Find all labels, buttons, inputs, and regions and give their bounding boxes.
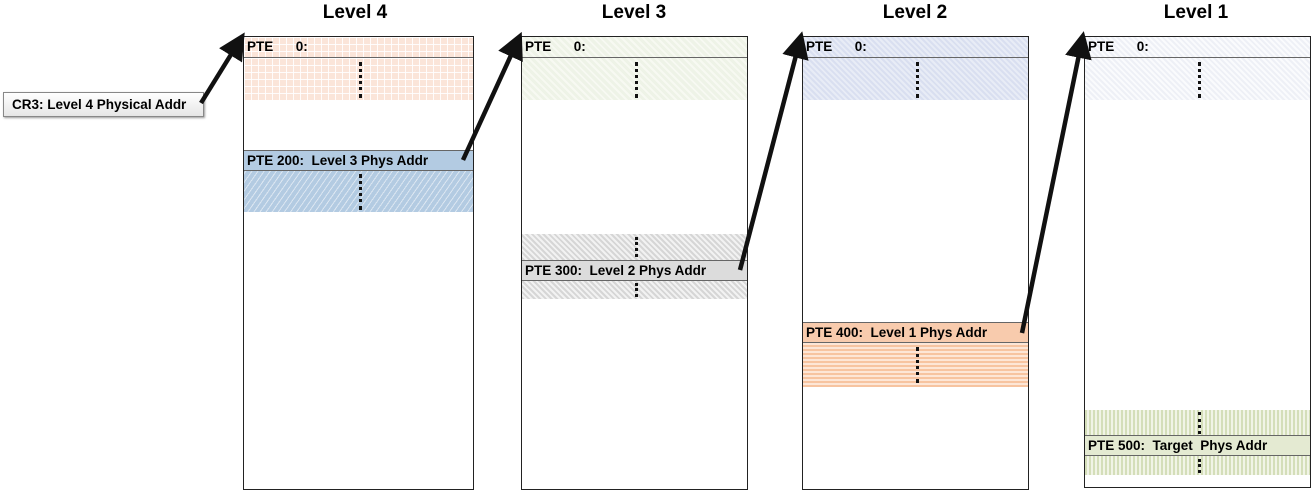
pte-400-row: PTE 400: Level 1 Phys Addr [803,322,1028,343]
pte-0-row: PTE 0: [1085,37,1310,58]
level-3-table: PTE 0: PTE 300: Level 2 Phys Addr [521,36,748,490]
cr3-to-level4-arrow [199,32,245,105]
level-4-table: PTE 0: PTE 200: Level 3 Phys Addr [243,36,474,490]
level-1-table: PTE 0: PTE 500: Target Phys Addr [1084,36,1311,488]
level-4-title: Level 4 [322,2,388,23]
level-3-title: Level 3 [601,2,667,23]
pte-0-row: PTE 0: [244,37,473,58]
pte200-to-level3-arrow [460,31,523,161]
pte-300-row: PTE 300: Level 2 Phys Addr [522,260,747,281]
ellipsis-dots [358,174,362,210]
ellipsis-dots [1197,62,1201,98]
ellipsis-dots [634,237,638,257]
ellipsis-dots [1197,459,1201,473]
ellipsis-dots [1197,412,1201,434]
cr3-register: CR3: Level 4 Physical Addr [3,92,204,117]
pte-200-row: PTE 200: Level 3 Phys Addr [244,150,473,171]
ellipsis-dots [358,62,362,98]
level-2-title: Level 2 [882,2,948,23]
pte-500-row: PTE 500: Target Phys Addr [1085,435,1310,456]
level-2-table: PTE 0: PTE 400: Level 1 Phys Addr [802,36,1029,490]
ellipsis-dots [915,62,919,98]
pte-0-row: PTE 0: [522,37,747,58]
pte400-to-level1-arrow [1019,31,1092,334]
level-1-title: Level 1 [1163,2,1229,23]
pte300-to-level2-arrow [737,31,809,271]
ellipsis-dots [634,283,638,297]
ellipsis-dots [915,347,919,383]
ellipsis-dots [634,62,638,98]
pte-0-row: PTE 0: [803,37,1028,58]
